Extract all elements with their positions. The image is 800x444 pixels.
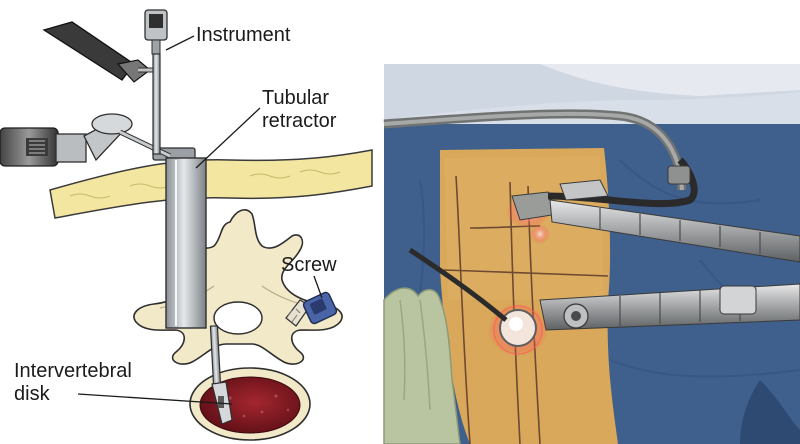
screw-illustration [285, 291, 338, 327]
label-intervertebral-disk-line2: disk [14, 383, 50, 405]
instrument-illustration [42, 9, 233, 425]
label-intervertebral-disk-line1: Intervertebral [14, 360, 132, 382]
tubular-retractor [152, 147, 207, 329]
surgical-photo [383, 64, 800, 444]
vertebra [133, 209, 343, 365]
label-tubular-retractor-line2: retractor [262, 110, 337, 132]
label-screw: Screw [281, 254, 337, 276]
label-instrument: Instrument [196, 24, 291, 46]
leader-lines [77, 35, 323, 405]
retractor-arm-illustration [0, 113, 172, 167]
tissue-layer [49, 149, 373, 219]
label-tubular-retractor-line1: Tubular [262, 87, 330, 109]
